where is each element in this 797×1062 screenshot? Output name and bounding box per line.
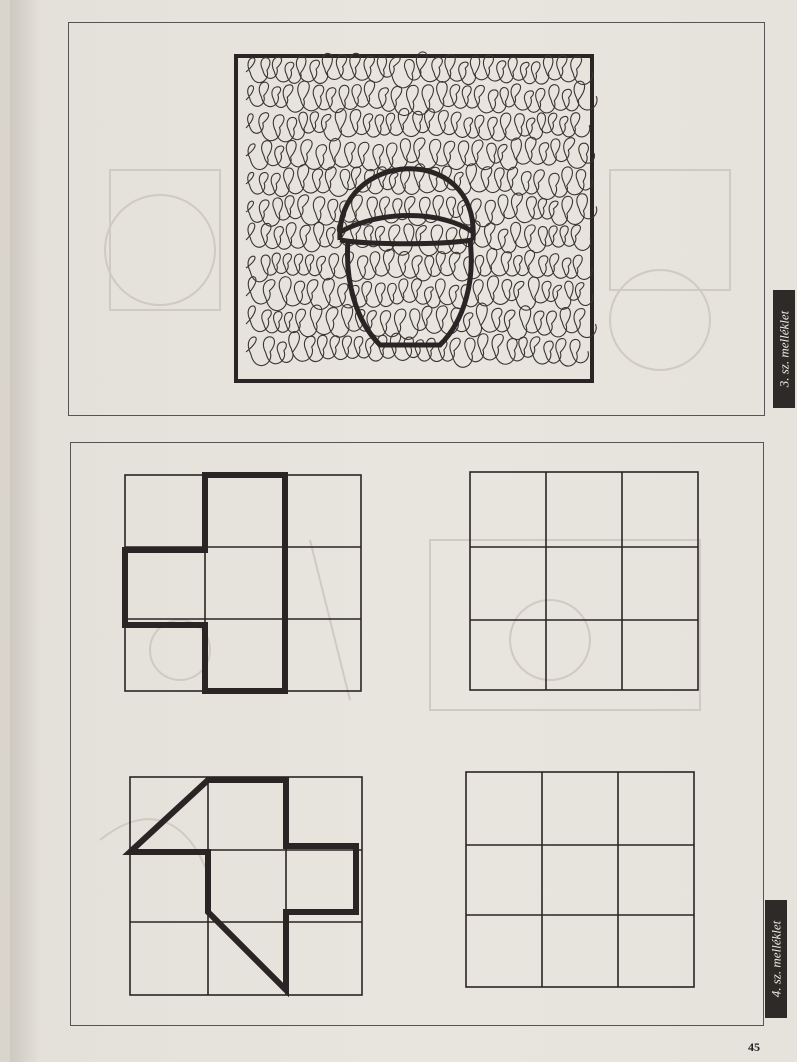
annex-3-label: 3. sz. melléklet bbox=[773, 290, 795, 408]
annex-3-label-text: 3. sz. melléklet bbox=[776, 311, 792, 388]
grid-top-right bbox=[470, 472, 698, 690]
scribble-row bbox=[246, 137, 594, 170]
scribble-row bbox=[246, 193, 597, 227]
page-number: 45 bbox=[748, 1040, 760, 1055]
annex-4-label-text: 4. sz. melléklet bbox=[768, 921, 784, 998]
scribble-row bbox=[246, 332, 588, 368]
shape-outline bbox=[130, 780, 356, 990]
scribble-row bbox=[246, 221, 591, 256]
scribble-row bbox=[246, 276, 593, 311]
grid-bottom-left bbox=[130, 777, 362, 995]
scribble-box bbox=[236, 52, 597, 381]
annex-4-label: 4. sz. melléklet bbox=[765, 900, 787, 1018]
grid-bottom-right bbox=[466, 772, 694, 987]
worksheet-drawings bbox=[10, 0, 797, 1062]
scribble-row bbox=[246, 108, 590, 141]
scribble-row bbox=[246, 248, 592, 281]
scribble-row bbox=[246, 81, 597, 116]
grid-top-left bbox=[125, 475, 361, 691]
scribble-loops bbox=[246, 52, 597, 367]
book-page: 3. sz. melléklet 4. sz. melléklet 45 bbox=[10, 0, 797, 1062]
